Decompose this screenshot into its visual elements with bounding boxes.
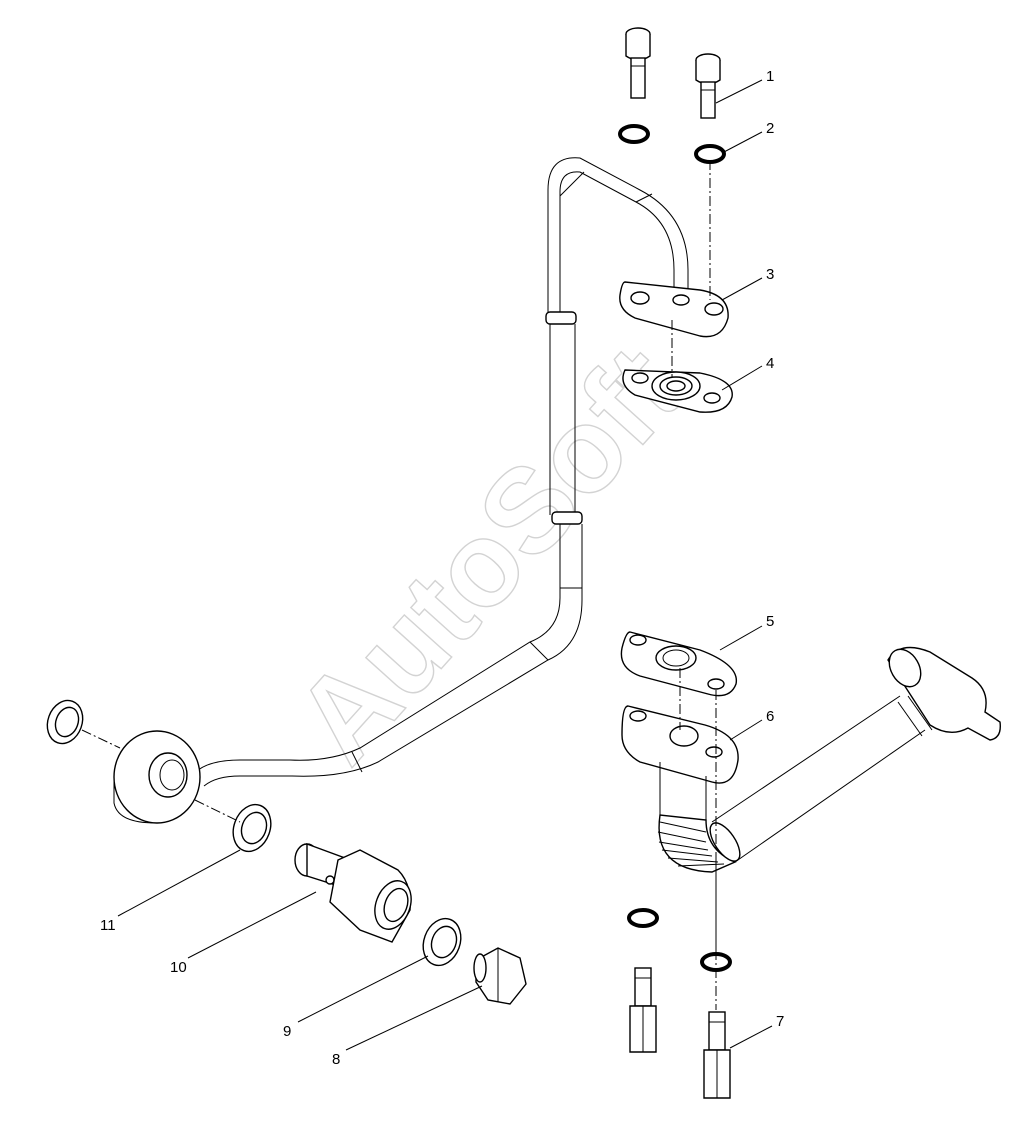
callout-1: 1 [766,68,774,85]
washer-11-lower [232,803,272,853]
bolt-left [625,27,651,99]
banjo-adapter [294,842,412,943]
washer-upper-right [694,144,726,164]
upper-flange [619,281,729,338]
washer-upper-left [618,124,650,144]
callout-10: 10 [170,959,187,976]
callout-9: 9 [283,1023,291,1040]
bolt-right [695,53,721,119]
oil-return-pipe [620,631,1001,873]
center-lines [81,160,717,1010]
callout-11: 11 [100,917,116,934]
callout-5: 5 [766,613,774,630]
callout-8: 8 [332,1051,340,1068]
callout-7: 7 [776,1013,784,1030]
upper-gasket [622,369,733,413]
washer-9 [422,917,462,967]
callout-3: 3 [766,266,774,283]
washer-11-upper [46,699,84,745]
callouts: 1 2 3 4 5 6 7 8 9 10 11 [100,68,784,1068]
corrugation-lines [657,821,725,867]
washer-lower-left [627,908,659,928]
callout-2: 2 [766,120,774,137]
oil-feed-pipe [113,157,689,824]
stud-left [629,967,657,1053]
stud-right [703,1011,731,1099]
callout-4: 4 [766,355,774,372]
callout-6: 6 [766,708,774,725]
plug-8 [473,947,527,1005]
